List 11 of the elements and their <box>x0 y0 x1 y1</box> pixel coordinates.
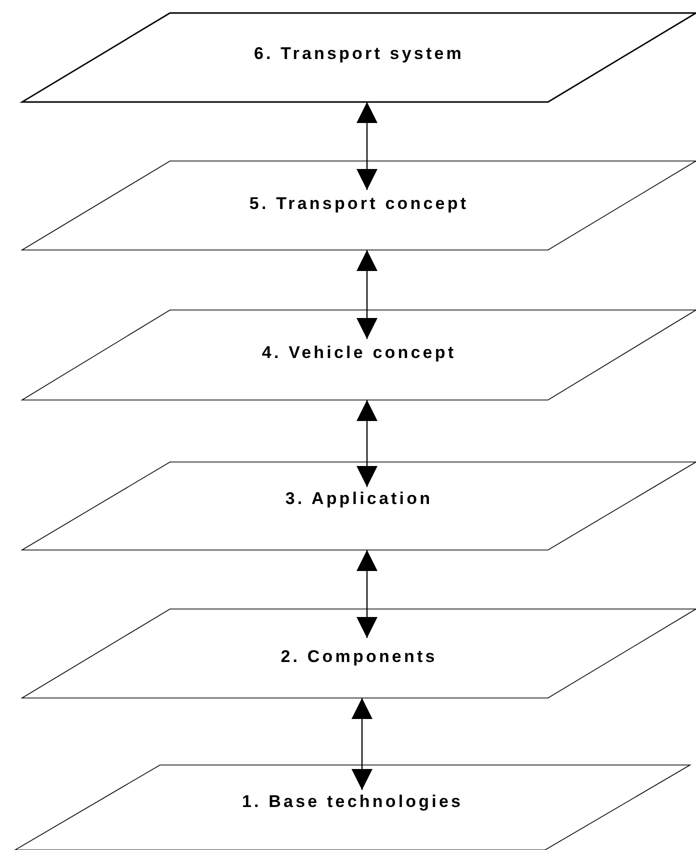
double-arrow <box>352 698 372 790</box>
layer-label: 5. Transport concept <box>249 194 469 213</box>
double-arrow <box>356 250 378 339</box>
layer-label: 4. Vehicle concept <box>262 343 456 362</box>
layer-label: 1. Base technologies <box>242 792 464 811</box>
layer-label: 2. Components <box>280 647 438 666</box>
double-arrow <box>356 400 378 487</box>
double-arrow <box>356 102 378 190</box>
layer-label: 6. Transport system <box>254 44 464 63</box>
layer-label: 3. Application <box>285 489 433 508</box>
double-arrow <box>356 550 378 638</box>
